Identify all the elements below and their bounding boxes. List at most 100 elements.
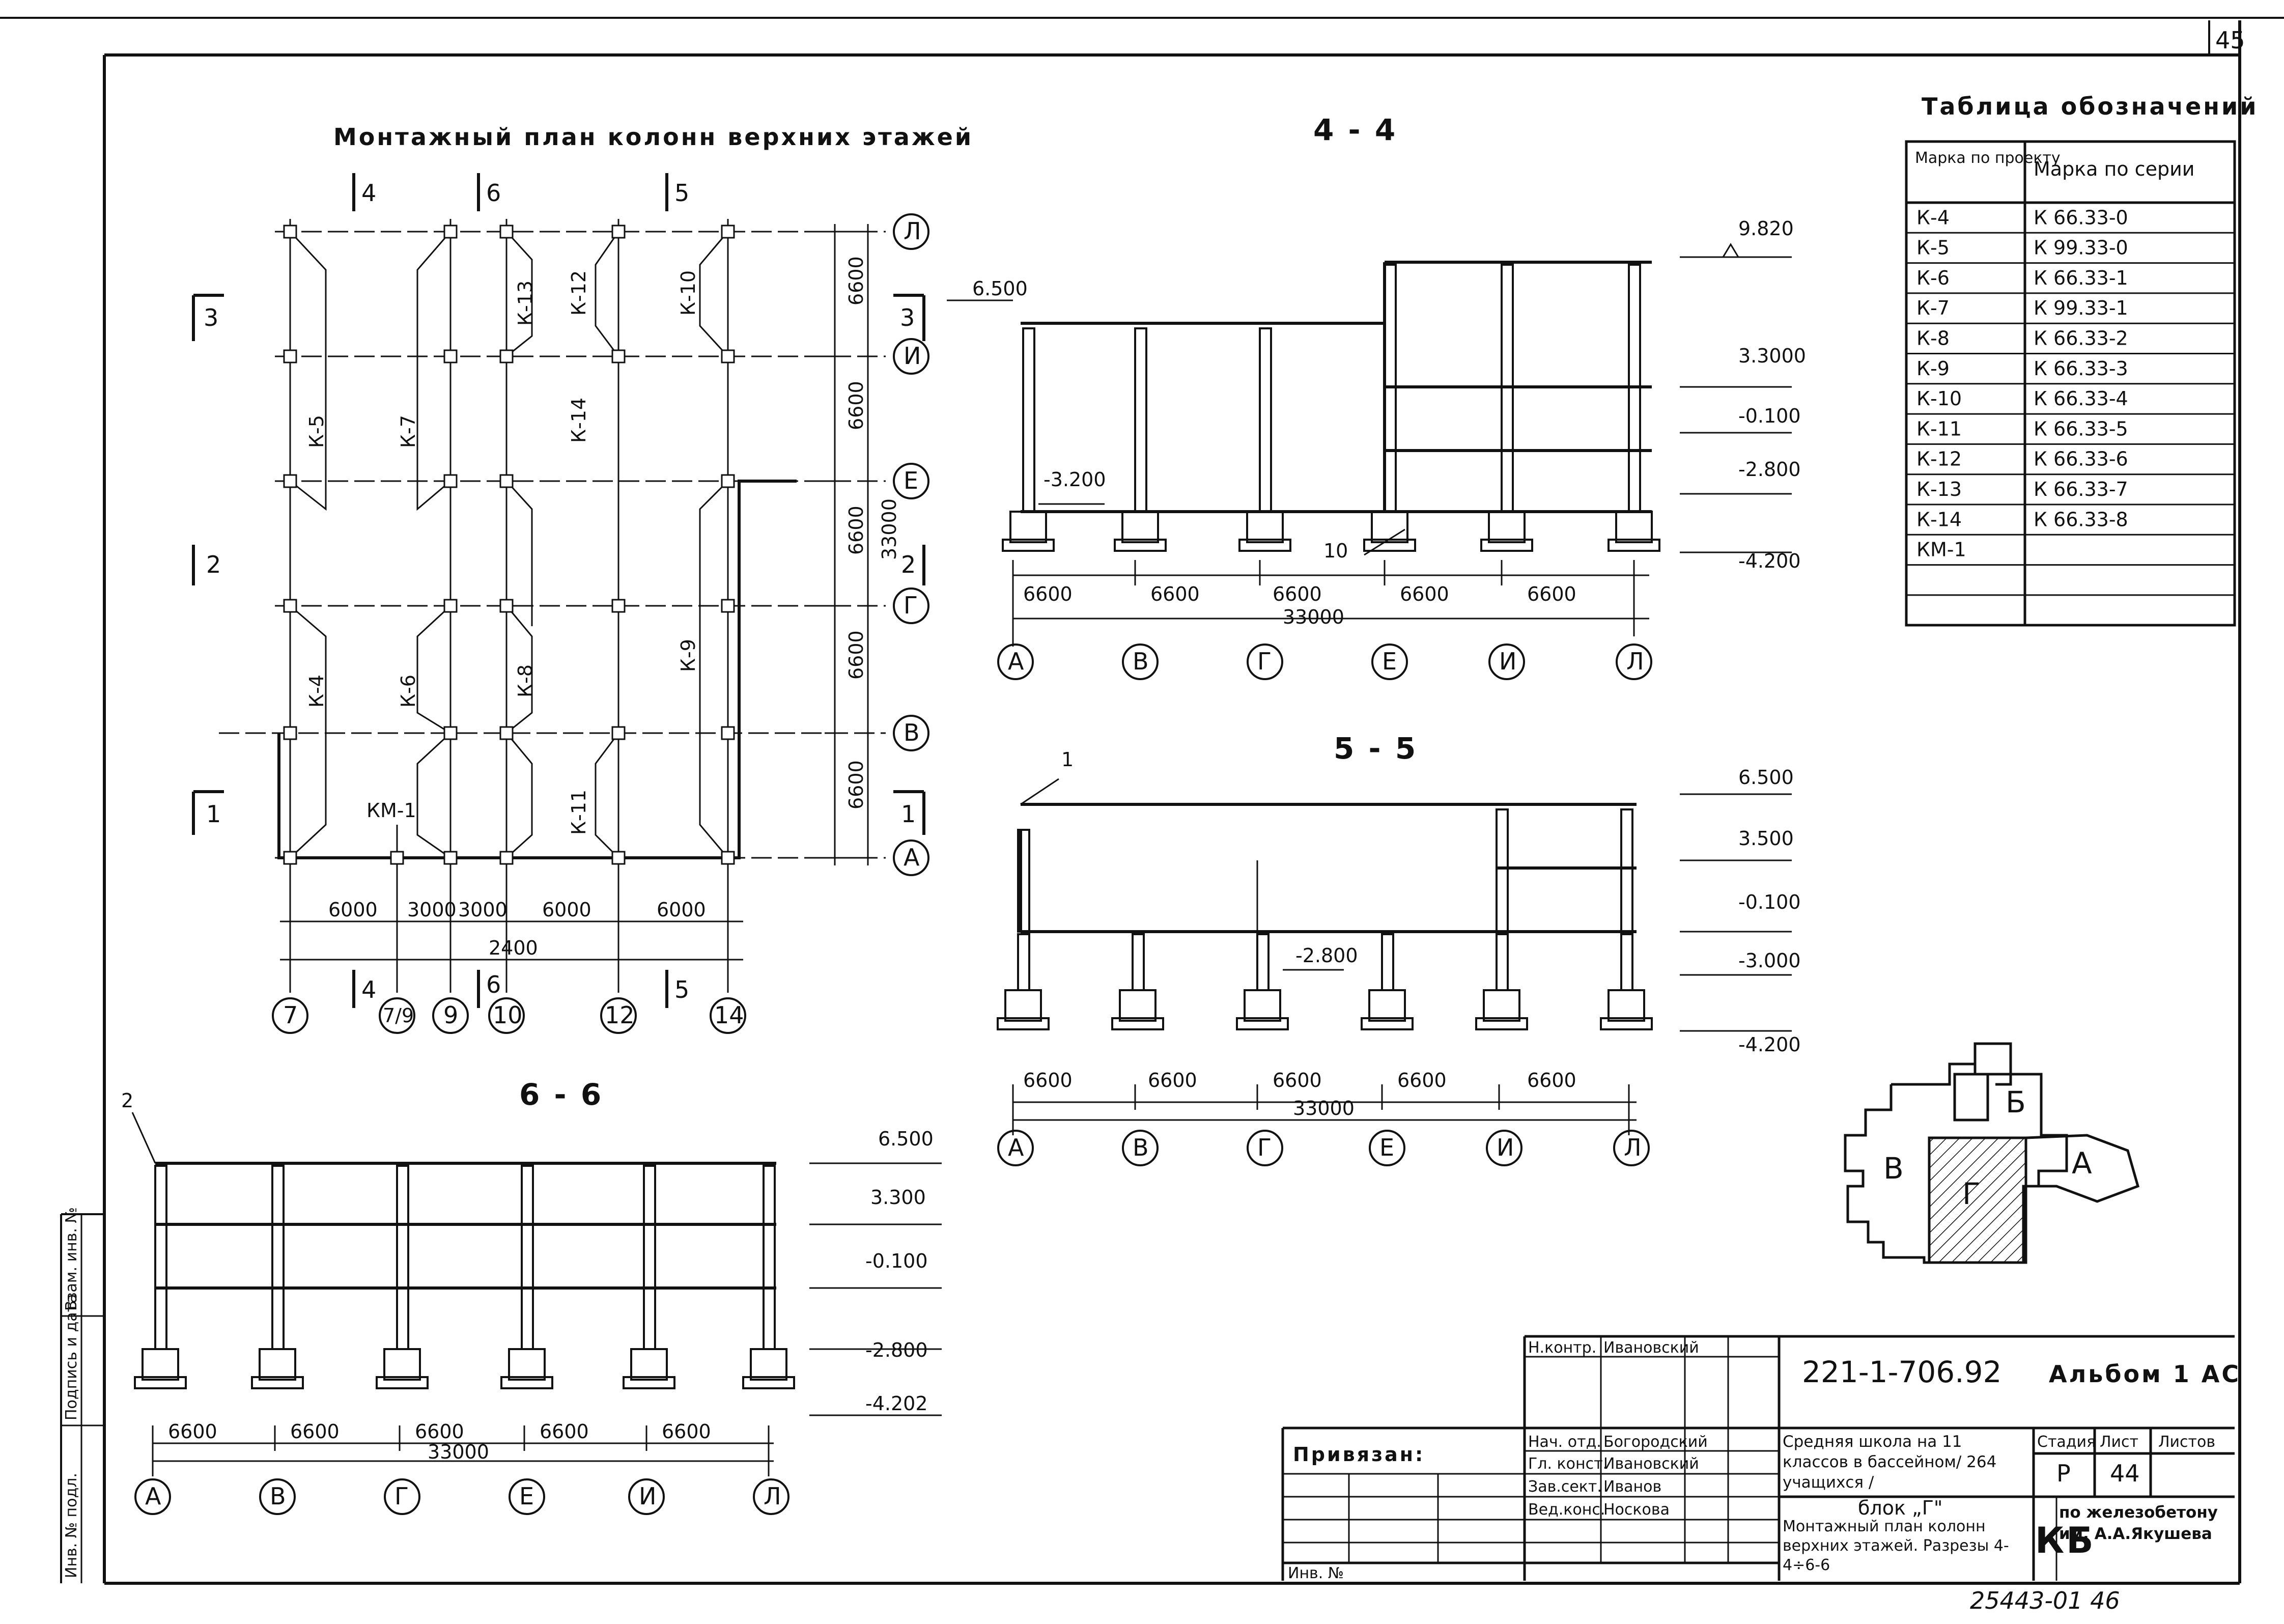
sec66-axis-v: В xyxy=(270,1482,286,1510)
section-5-5: 6.500 3.500 -0.100 -3.000 -4.200 -2.800 … xyxy=(997,748,1801,1166)
col-dim-5: 6000 xyxy=(657,899,706,921)
keyplan-block-b: Б xyxy=(2006,1085,2026,1119)
sec55-level-1: 6.500 xyxy=(1738,766,1794,789)
sec55-inner-level: -2.800 xyxy=(1295,944,1358,967)
tb-block: блок „Г" xyxy=(1858,1497,1942,1519)
axis-col-14: 14 xyxy=(714,1001,744,1029)
legend-row-project: К-6 xyxy=(1916,267,1950,289)
sec55-level-4: -3.000 xyxy=(1738,949,1801,972)
sec55-span-1: 6600 xyxy=(1023,1069,1073,1091)
sec44-span-2: 6600 xyxy=(1150,583,1200,605)
legend-row-series: К 66.33-8 xyxy=(2034,508,2128,530)
sec44-axis-l: Л xyxy=(1626,648,1644,675)
legend-row-project: К-10 xyxy=(1916,387,1962,410)
tb-role-3: Гл. конст. xyxy=(1528,1455,1608,1473)
sec-mark-2-left: 2 xyxy=(206,551,221,578)
sec66-level-1: 6.500 xyxy=(878,1128,934,1150)
sec44-level-4: -2.800 xyxy=(1738,458,1801,481)
column-plan: К-5 К-7 К-13 К-12 К-10 К-14 К-4 К-6 К-8 … xyxy=(192,173,929,1034)
title-block: 221-1-706.92 Альбом 1 АС Привязан: Инв. … xyxy=(1281,1335,2239,1614)
tb-doc-code: 221-1-706.92 xyxy=(1802,1355,2001,1389)
sec66-axis-e: Е xyxy=(519,1482,534,1510)
legend-row-project: К-12 xyxy=(1916,448,1962,470)
legend-row-project: К-14 xyxy=(1916,508,1962,530)
tb-name-5: Носкова xyxy=(1603,1501,1670,1519)
sec55-title: 5 - 5 xyxy=(1334,731,1418,766)
sec55-span-3: 6600 xyxy=(1273,1069,1322,1091)
axis-col-9: 9 xyxy=(443,1001,458,1029)
tb-sheets-head: Листов xyxy=(2158,1433,2215,1451)
axis-row-l: Л xyxy=(904,217,921,245)
col-label-k4: К-4 xyxy=(305,675,328,708)
sec55-span-2: 6600 xyxy=(1148,1069,1197,1091)
legend-row-series: К 66.33-5 xyxy=(2034,417,2128,440)
sec44-span-4: 6600 xyxy=(1400,583,1449,605)
col-label-k11: К-11 xyxy=(568,790,590,835)
legend-row-project: К-13 xyxy=(1916,478,1962,500)
sec44-axis-e: Е xyxy=(1382,648,1397,675)
sec66-span-1: 6600 xyxy=(168,1420,217,1443)
col-label-k10: К-10 xyxy=(677,270,699,316)
sec66-axes: А В Г Е И Л xyxy=(134,1478,789,1515)
row-dim-2: 6600 xyxy=(845,381,867,430)
sec66-axis-l: Л xyxy=(764,1482,781,1510)
sec55-axis-g: Г xyxy=(1257,1134,1272,1161)
tb-role-2: Нач. отд. xyxy=(1528,1433,1601,1451)
axis-col-7-9: 7/9 xyxy=(383,1004,414,1027)
col-label-k12: К-12 xyxy=(568,270,590,316)
sec66-level-5: -4.202 xyxy=(865,1392,928,1415)
legend-row-series: К 66.33-2 xyxy=(2034,327,2128,350)
tb-sheet: 44 xyxy=(2110,1460,2140,1487)
sec-mark-6-bot: 6 xyxy=(486,971,501,998)
sec-mark-4-top: 4 xyxy=(361,179,376,207)
sec-mark-4-bot: 4 xyxy=(361,976,376,1003)
sec55-total: 33000 xyxy=(1293,1097,1355,1119)
sec44-title: 4 - 4 xyxy=(1313,113,1397,147)
sec-mark-5-bot: 5 xyxy=(674,976,689,1003)
col-label-k14: К-14 xyxy=(568,398,590,443)
sec44-axis-a: А xyxy=(1008,648,1024,675)
tb-name-2: Богородский xyxy=(1603,1433,1708,1451)
keyplan-block-v: В xyxy=(1883,1151,1904,1186)
sec66-span-3: 6600 xyxy=(415,1420,464,1443)
legend-row-project: К-4 xyxy=(1916,206,1950,229)
sec44-level-2: 3.3000 xyxy=(1738,345,1806,367)
legend-row-series: К 66.33-7 xyxy=(2034,478,2128,500)
col-label-km1: КМ-1 xyxy=(366,799,416,822)
legend-row-project: К-7 xyxy=(1916,297,1950,319)
sec44-left-level: 6.500 xyxy=(972,277,1028,300)
sec-mark-1-right: 1 xyxy=(901,800,916,828)
sec-mark-2-right: 2 xyxy=(901,551,916,578)
tb-privyazan: Привязан: xyxy=(1293,1443,1425,1466)
sec55-callout: 1 xyxy=(1061,748,1074,771)
sec44-level-5: -4.200 xyxy=(1738,550,1801,572)
legend-row-series: К 66.33-6 xyxy=(2034,448,2128,470)
key-plan: Б В Г А xyxy=(1844,1042,2140,1264)
legend-row-series: К 66.33-3 xyxy=(2034,357,2128,380)
sec44-span-5: 6600 xyxy=(1527,583,1576,605)
sec44-axis-g: Г xyxy=(1257,648,1272,675)
col-label-k9: К-9 xyxy=(677,639,699,672)
legend-row-series: К 66.33-1 xyxy=(2034,267,2128,289)
keyplan-block-a: А xyxy=(2072,1146,2092,1181)
sec55-axis-a: А xyxy=(1008,1134,1024,1161)
sec66-level-3: -0.100 xyxy=(865,1250,928,1272)
sec55-span-4: 6600 xyxy=(1397,1069,1447,1091)
legend-row-series: К 66.33-4 xyxy=(2034,387,2128,410)
col-dim-4: 6000 xyxy=(542,899,591,921)
axis-row-v: В xyxy=(904,719,920,746)
sec-mark-1-left: 1 xyxy=(206,800,221,828)
axis-row-a: А xyxy=(904,844,920,871)
row-dim-5: 6600 xyxy=(845,760,867,809)
legend-col1-head: Марка по проекту xyxy=(1915,149,2061,167)
tb-role-4: Зав.сект. xyxy=(1528,1478,1602,1496)
col-dim-total: 2400 xyxy=(489,937,538,959)
tb-name-4: Иванов xyxy=(1603,1478,1661,1496)
stamp-vzam-inv: Взам. инв. № xyxy=(63,1207,80,1311)
sec66-axis-g: Г xyxy=(394,1482,409,1510)
sec-mark-6-top: 6 xyxy=(486,179,501,207)
sec44-axis-i: И xyxy=(1499,648,1516,675)
sec55-axes: А В Г Е И Л xyxy=(997,1130,1650,1166)
sec66-level-4: -2.800 xyxy=(865,1339,928,1361)
axis-col-7: 7 xyxy=(283,1001,298,1029)
